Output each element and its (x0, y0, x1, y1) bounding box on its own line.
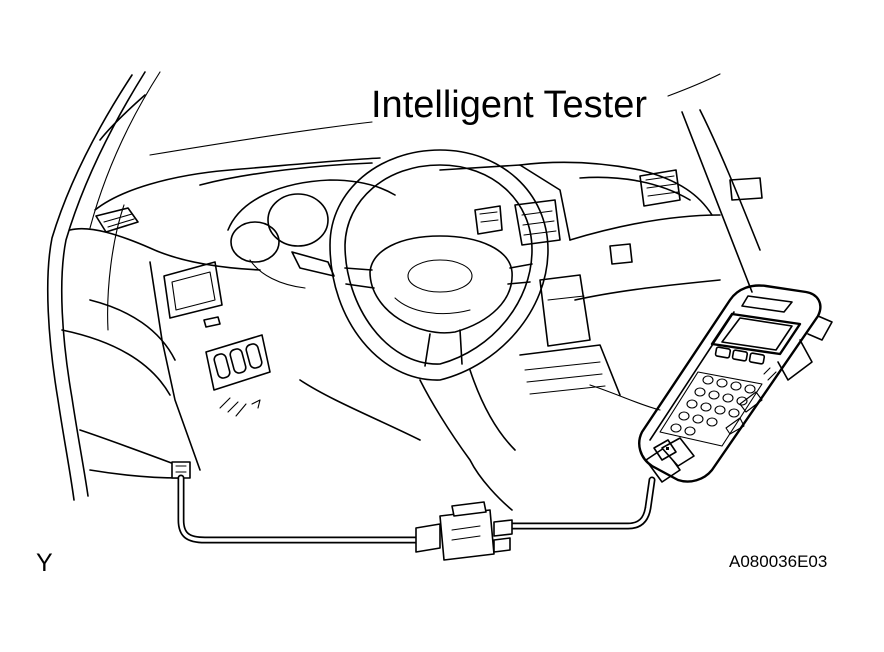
figure-code: A080036E03 (729, 552, 828, 571)
center-stack (439, 164, 621, 396)
windshield-edge (149, 121, 373, 156)
steering-column (299, 369, 516, 511)
left-vent (95, 207, 139, 233)
a-pillar (46, 71, 161, 501)
tester-keypad (659, 371, 763, 447)
instrument-cluster (227, 179, 396, 289)
cable-adapter (415, 501, 513, 561)
steering-wheel (329, 149, 549, 381)
callout-leader-line (681, 111, 753, 293)
tester-cable (177, 474, 656, 544)
switch-cluster (205, 334, 271, 417)
tester-plug (645, 437, 695, 483)
windshield-edge-right (667, 73, 721, 97)
tester-function-keys (714, 346, 766, 365)
right-dash-panel (569, 109, 763, 411)
intelligent-tester-label: Intelligent Tester (371, 84, 648, 126)
intelligent-tester-device (638, 284, 833, 483)
left-display-box (163, 261, 223, 328)
dashboard-top (94, 157, 713, 216)
view-letter: Y (36, 549, 53, 577)
